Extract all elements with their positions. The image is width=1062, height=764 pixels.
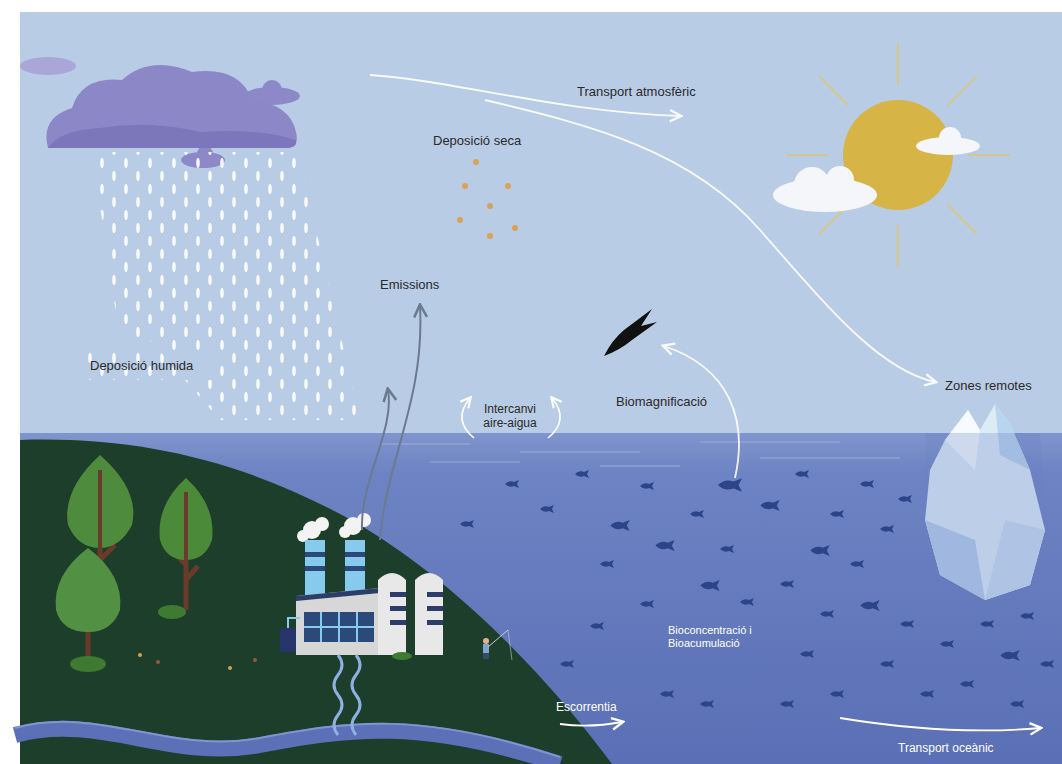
river-bank bbox=[15, 722, 560, 757]
process-label: Transport atmosfèric bbox=[577, 84, 696, 99]
rain-cloud bbox=[20, 57, 300, 168]
process-label: Biomagnificació bbox=[616, 394, 707, 409]
sky bbox=[20, 12, 1062, 764]
dry-deposition-dots bbox=[457, 159, 518, 239]
process-label: Emissions bbox=[380, 277, 439, 292]
white-cloud bbox=[773, 127, 980, 212]
fisherman bbox=[483, 630, 512, 660]
process-arrows bbox=[362, 75, 1040, 730]
factory bbox=[280, 513, 443, 735]
fish-school bbox=[460, 470, 1054, 708]
hill bbox=[20, 440, 612, 764]
sun bbox=[786, 43, 1010, 267]
process-label: Zones remotes bbox=[945, 378, 1032, 393]
process-label: Deposició humida bbox=[90, 358, 193, 373]
process-label: Deposició seca bbox=[433, 133, 521, 148]
process-label: Intercanvi aire-aigua bbox=[476, 402, 544, 430]
process-label: Bioconcentració i Bioacumulació bbox=[668, 624, 766, 650]
bird bbox=[604, 309, 657, 356]
sea-surface bbox=[380, 442, 900, 466]
process-label: Escorrentia bbox=[556, 700, 617, 714]
sea bbox=[20, 433, 1062, 764]
rain bbox=[85, 152, 360, 420]
process-label: Transport oceànic bbox=[898, 741, 994, 755]
trees bbox=[56, 455, 257, 672]
iceberg bbox=[925, 404, 1045, 600]
